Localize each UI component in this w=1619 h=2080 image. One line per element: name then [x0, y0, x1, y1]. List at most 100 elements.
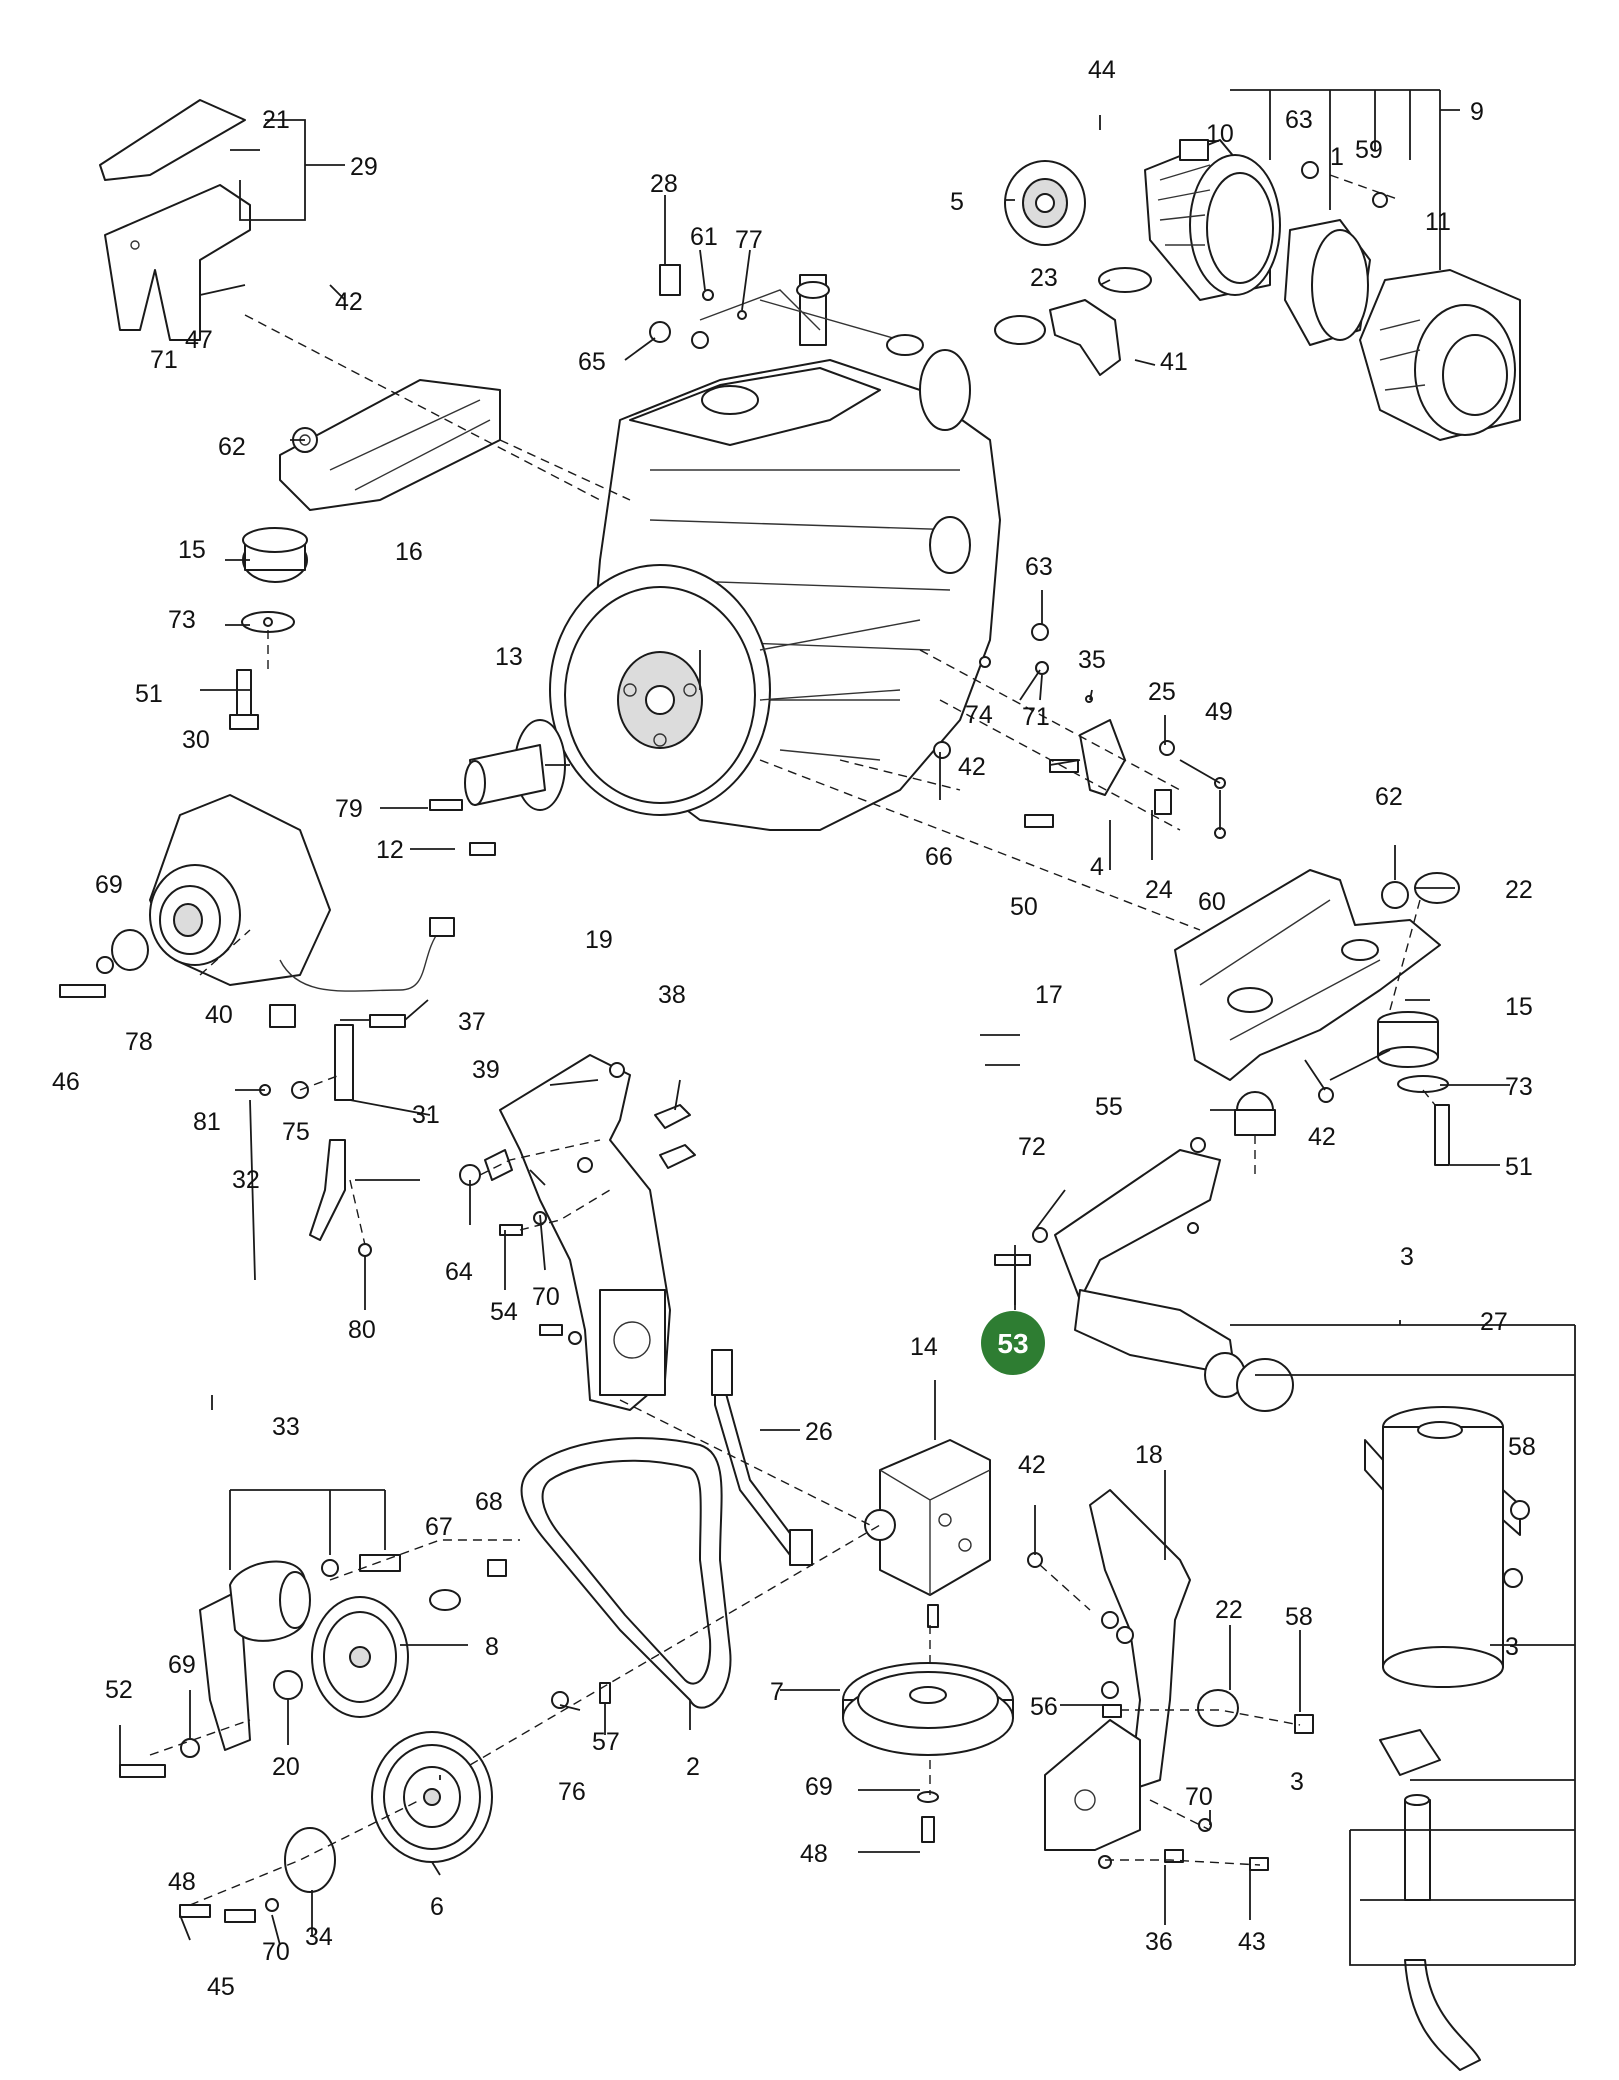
callout-38: 38 — [658, 981, 686, 1009]
callout-33: 33 — [272, 1413, 300, 1441]
callout-57: 57 — [592, 1728, 620, 1756]
callout-63b: 63 — [1025, 553, 1053, 581]
callout-64: 64 — [445, 1258, 473, 1286]
callout-72: 72 — [1018, 1133, 1046, 1161]
callout-63: 63 — [1285, 106, 1313, 134]
callout-69: 69 — [95, 871, 123, 899]
callout-3: 3 — [1400, 1243, 1414, 1271]
callout-36: 36 — [1145, 1928, 1173, 1956]
callout-51: 51 — [135, 680, 163, 708]
callout-47: 47 — [185, 326, 213, 354]
callout-8: 8 — [485, 1633, 499, 1661]
callout-35: 35 — [1078, 646, 1106, 674]
callout-69b: 69 — [168, 1651, 196, 1679]
callout-41: 41 — [1160, 348, 1188, 376]
callout-25: 25 — [1148, 678, 1176, 706]
callout-49: 49 — [1205, 698, 1233, 726]
callout-42b: 42 — [958, 753, 986, 781]
callout-73b: 73 — [1505, 1073, 1533, 1101]
callout-77: 77 — [735, 226, 763, 254]
pto-shaft — [429, 719, 566, 856]
callout-42c: 42 — [1308, 1123, 1336, 1151]
callout-32: 32 — [232, 1166, 260, 1194]
callout-13: 13 — [495, 643, 523, 671]
callout-79: 79 — [335, 795, 363, 823]
callout-58: 58 — [1508, 1433, 1536, 1461]
cover-and-bracket-left — [99, 99, 501, 730]
callout-58b: 58 — [1285, 1603, 1313, 1631]
callout-30: 30 — [182, 726, 210, 754]
callout-29: 29 — [350, 153, 378, 181]
callout-26: 26 — [805, 1418, 833, 1446]
callout-19: 19 — [585, 926, 613, 954]
highlight-53[interactable]: 53 — [981, 1255, 1045, 1375]
callout-62b: 62 — [1375, 783, 1403, 811]
callout-60: 60 — [1198, 888, 1226, 916]
callout-12: 12 — [376, 836, 404, 864]
callout-62: 62 — [218, 433, 246, 461]
callout-15: 15 — [178, 536, 206, 564]
callout-23: 23 — [1030, 264, 1058, 292]
callout-42d: 42 — [1018, 1451, 1046, 1479]
bracket-18 — [1027, 1489, 1314, 1871]
callout-68: 68 — [475, 1488, 503, 1516]
idler-assembly — [119, 1554, 611, 1923]
callout-9: 9 — [1470, 98, 1484, 126]
callout-28: 28 — [650, 170, 678, 198]
callout-17: 17 — [1035, 981, 1063, 1009]
callout-80: 80 — [348, 1316, 376, 1344]
callout-66: 66 — [925, 843, 953, 871]
callout-11: 11 — [1425, 208, 1451, 236]
callout-45: 45 — [207, 1973, 235, 2001]
engine-block — [549, 274, 1001, 831]
callout-4: 4 — [1090, 853, 1104, 881]
callout-54: 54 — [490, 1298, 518, 1326]
drive-belt — [520, 1437, 732, 1709]
highlight-53-label: 53 — [997, 1328, 1028, 1359]
callout-69c: 69 — [805, 1773, 833, 1801]
callout-18: 18 — [1135, 1441, 1163, 1469]
callout-42: 42 — [335, 288, 363, 316]
callout-27: 27 — [1480, 1308, 1508, 1336]
callout-7: 7 — [770, 1678, 784, 1706]
callout-51b: 51 — [1505, 1153, 1533, 1181]
callout-52: 52 — [105, 1676, 133, 1704]
gearbox — [864, 1439, 991, 1628]
callout-48: 48 — [168, 1868, 196, 1896]
callout-37: 37 — [458, 1008, 486, 1036]
callout-21: 21 — [262, 106, 290, 134]
callout-78: 78 — [125, 1028, 153, 1056]
callout-67: 67 — [425, 1513, 453, 1541]
assembly-lines — [149, 174, 1436, 1906]
callout-40: 40 — [205, 1001, 233, 1029]
callout-65: 65 — [578, 348, 606, 376]
callout-6: 6 — [430, 1893, 444, 1921]
callout-59: 59 — [1355, 136, 1383, 164]
callout-46: 46 — [52, 1068, 80, 1096]
callout-81: 81 — [193, 1108, 221, 1136]
muffler-assembly — [994, 1137, 1530, 2071]
callout-48b: 48 — [800, 1840, 828, 1868]
callout-70: 70 — [532, 1283, 560, 1311]
clutch-assembly — [59, 794, 455, 1257]
callout-76: 76 — [558, 1778, 586, 1806]
callout-3b: 3 — [1505, 1633, 1519, 1661]
callout-22: 22 — [1505, 876, 1533, 904]
callout-labels: 1 2 3 3 3 3 4 5 6 7 8 9 10 11 12 13 14 1… — [52, 56, 1536, 2001]
callout-34: 34 — [305, 1923, 333, 1951]
callout-2: 2 — [686, 1753, 700, 1781]
callout-31: 31 — [412, 1101, 440, 1129]
callout-39: 39 — [472, 1056, 500, 1084]
callout-50: 50 — [1010, 893, 1038, 921]
callout-24: 24 — [1145, 876, 1173, 904]
callout-16: 16 — [395, 538, 423, 566]
callout-3c: 3 — [1290, 1768, 1304, 1796]
hydraulic-hose — [711, 1349, 813, 1566]
air-filter-assembly — [994, 139, 1521, 441]
callout-70b: 70 — [262, 1938, 290, 1966]
leader-lines — [119, 89, 1576, 1966]
main-pulley — [842, 1662, 1014, 1843]
callout-74: 74 — [965, 701, 993, 729]
callout-73: 73 — [168, 606, 196, 634]
